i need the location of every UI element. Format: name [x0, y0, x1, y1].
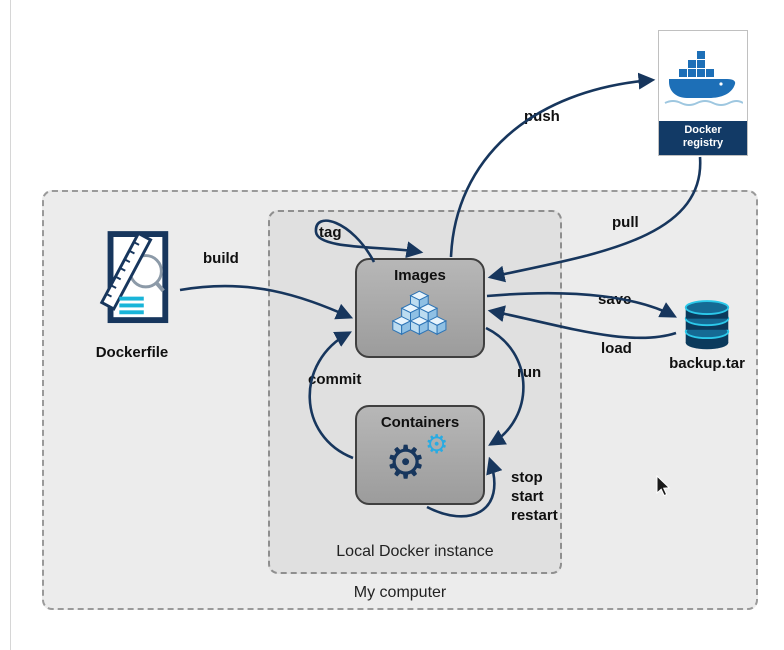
dockerfile-label: Dockerfile [95, 344, 169, 361]
disk-stack-icon [684, 300, 730, 350]
containers-title: Containers [380, 414, 460, 431]
docker-whale-icon [664, 50, 743, 106]
disk-top [684, 300, 730, 319]
gears-icon: ⚙ ⚙ [381, 429, 459, 491]
local-docker-instance-caption: Local Docker instance [336, 543, 494, 560]
registry-label-line1: Docker [684, 123, 722, 136]
edge-label-run: run [517, 364, 542, 381]
window-edge-line [10, 0, 11, 650]
edge-label-pull: pull [612, 214, 639, 231]
backup-tar-label: backup.tar [669, 355, 745, 372]
edge-label-push: push [524, 108, 560, 125]
cube-pyramid-icon [392, 290, 447, 335]
dockerfile-node [90, 226, 178, 341]
edge-label-commit: commit [308, 371, 362, 388]
document-ruler-icon [99, 231, 169, 324]
registry-label-line2: registry [682, 137, 724, 150]
edge-label-start: start [511, 488, 544, 505]
edge-label-save: save [598, 291, 632, 308]
gear-dark-icon: ⚙ [385, 436, 427, 488]
edge-label-stop-start-restart: stop start restart [511, 468, 558, 525]
backup-tar-node [682, 300, 732, 359]
edge-label-stop: stop [511, 469, 543, 486]
gear-light-icon: ⚙ [425, 429, 449, 459]
edge-label-load: load [601, 340, 632, 357]
docker-registry-node: Docker registry [658, 30, 748, 156]
images-title: Images [394, 267, 446, 284]
registry-banner: Docker registry [659, 120, 747, 155]
images-node: Images [355, 258, 485, 358]
ruler-icon [99, 231, 153, 311]
edge-label-build: build [203, 250, 239, 267]
edge-label-restart: restart [511, 507, 558, 524]
my-computer-caption: My computer [353, 584, 447, 601]
edge-label-tag: tag [319, 224, 342, 241]
containers-node: Containers ⚙ ⚙ [355, 405, 485, 505]
